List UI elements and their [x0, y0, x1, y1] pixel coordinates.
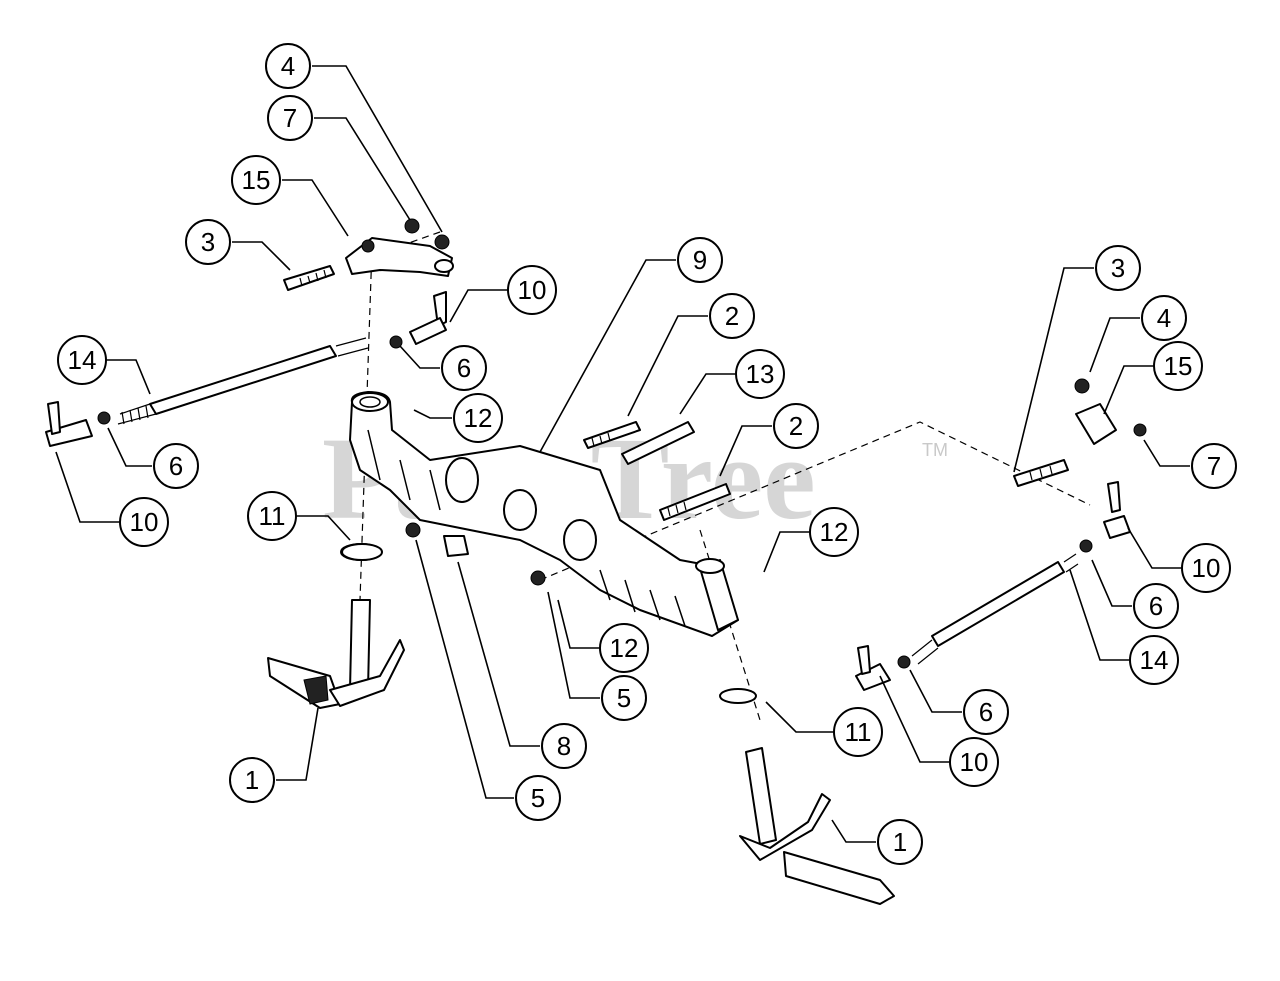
ball-joint-top [389, 291, 447, 349]
steering-block-right [1013, 378, 1147, 539]
callout-10-lower-right[interactable]: 10 [949, 737, 999, 787]
steering-arm [345, 218, 454, 277]
tie-rod-left [117, 337, 369, 425]
callout-label: 15 [1164, 351, 1193, 381]
callout-15-top[interactable]: 15 [231, 155, 281, 205]
spindle-right [719, 688, 895, 905]
callout-12-right[interactable]: 12 [809, 507, 859, 557]
callout-label: 13 [746, 359, 775, 389]
callout-label: 1 [893, 827, 907, 857]
callout-13[interactable]: 13 [735, 349, 785, 399]
callout-3-right[interactable]: 3 [1095, 245, 1141, 291]
callout-label: 6 [457, 353, 471, 383]
bolt-left [283, 265, 335, 291]
callout-label: 2 [789, 411, 803, 441]
callout-4-top[interactable]: 4 [265, 43, 311, 89]
callout-label: 10 [1192, 553, 1221, 583]
callout-5-center[interactable]: 5 [601, 675, 647, 721]
callout-2-upper[interactable]: 2 [709, 293, 755, 339]
callout-label: 7 [1207, 451, 1221, 481]
tie-rod-right [855, 539, 1093, 691]
callout-label: 3 [1111, 253, 1125, 283]
callout-label: 12 [464, 403, 493, 433]
callout-label: 6 [169, 451, 183, 481]
callout-label: 8 [557, 731, 571, 761]
callout-15-right[interactable]: 15 [1153, 341, 1203, 391]
callout-label: 10 [130, 507, 159, 537]
callout-label: 12 [820, 517, 849, 547]
callout-12-lower[interactable]: 12 [599, 623, 649, 673]
callout-label: 7 [283, 103, 297, 133]
front-axle [349, 391, 739, 637]
callout-11-left[interactable]: 11 [247, 491, 297, 541]
callout-7-top[interactable]: 7 [267, 95, 313, 141]
callout-label: 14 [68, 345, 97, 375]
callout-6-lower-right[interactable]: 6 [963, 689, 1009, 735]
callout-14-right[interactable]: 14 [1129, 635, 1179, 685]
callout-label: 12 [610, 633, 639, 663]
callout-label: 5 [617, 683, 631, 713]
leader-lines [55, 65, 1190, 843]
ball-joint-left [45, 401, 111, 447]
callout-7-right[interactable]: 7 [1191, 443, 1237, 489]
callout-label: 3 [201, 227, 215, 257]
callout-2-lower[interactable]: 2 [773, 403, 819, 449]
callout-3-left[interactable]: 3 [185, 219, 231, 265]
callout-10-left[interactable]: 10 [119, 497, 169, 547]
callout-6-left[interactable]: 6 [153, 443, 199, 489]
callout-label: 11 [845, 717, 872, 747]
callout-14-left[interactable]: 14 [57, 335, 107, 385]
callout-10-top[interactable]: 10 [507, 265, 557, 315]
callout-label: 4 [281, 51, 295, 81]
axle-bolts [583, 421, 731, 521]
nuts-center [341, 522, 546, 586]
spindle-left [267, 543, 405, 709]
callout-label: 5 [531, 783, 545, 813]
callout-11-right[interactable]: 11 [833, 707, 883, 757]
callout-label: 10 [518, 275, 547, 305]
callout-label: 11 [259, 501, 286, 531]
callout-5-left[interactable]: 5 [515, 775, 561, 821]
watermark-trademark: TM [922, 440, 948, 460]
callout-12-upper[interactable]: 12 [453, 393, 503, 443]
callout-label: 14 [1140, 645, 1169, 675]
callout-1-left[interactable]: 1 [229, 757, 275, 803]
callout-10-right[interactable]: 10 [1181, 543, 1231, 593]
callout-6-right[interactable]: 6 [1133, 583, 1179, 629]
callout-label: 15 [242, 165, 271, 195]
callout-label: 4 [1157, 303, 1171, 333]
callout-8[interactable]: 8 [541, 723, 587, 769]
callout-label: 1 [245, 765, 259, 795]
callout-4-right[interactable]: 4 [1141, 295, 1187, 341]
callout-6-top[interactable]: 6 [441, 345, 487, 391]
callout-label: 6 [979, 697, 993, 727]
callout-label: 9 [693, 245, 707, 275]
callout-label: 6 [1149, 591, 1163, 621]
callout-label: 2 [725, 301, 739, 331]
callout-1-right[interactable]: 1 [877, 819, 923, 865]
callout-label: 10 [960, 747, 989, 777]
callout-9[interactable]: 9 [677, 237, 723, 283]
